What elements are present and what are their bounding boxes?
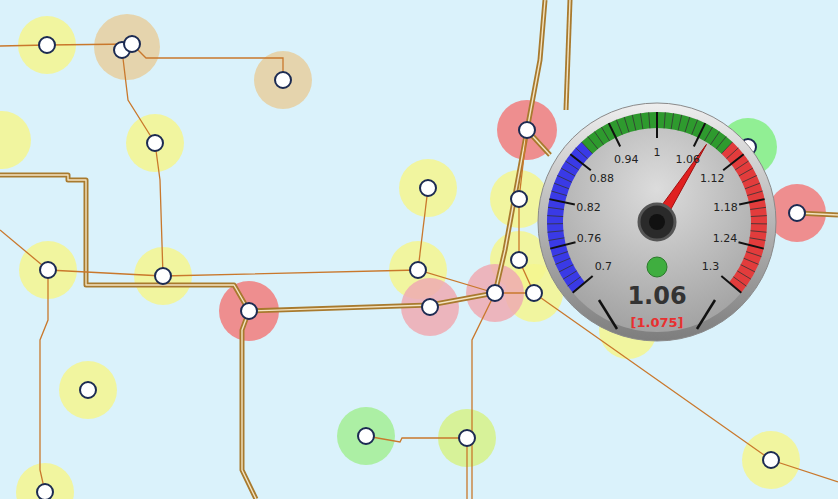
scale-label: 0.7: [595, 260, 613, 273]
bus-dots: [37, 36, 805, 499]
scale-label: 0.82: [576, 201, 601, 214]
scale-label: 0.76: [577, 232, 602, 245]
scale-label: 0.94: [614, 153, 639, 166]
scale-label: 1.18: [713, 201, 738, 214]
scale-label: 1: [654, 146, 661, 159]
voltage-gauge: 1.06 [1.075]: [537, 102, 777, 342]
scale-label: 1.24: [713, 232, 738, 245]
bus-halos: [0, 14, 826, 499]
gauge-setpoint: [1.075]: [630, 315, 683, 330]
scale-label: 1.3: [702, 260, 720, 273]
scale-label: 1.06: [675, 153, 700, 166]
gauge-value: 1.06: [627, 282, 686, 310]
scale-label: 0.88: [590, 172, 615, 185]
distribution-lines: [0, 44, 838, 499]
scale-label: 1.12: [700, 172, 725, 185]
